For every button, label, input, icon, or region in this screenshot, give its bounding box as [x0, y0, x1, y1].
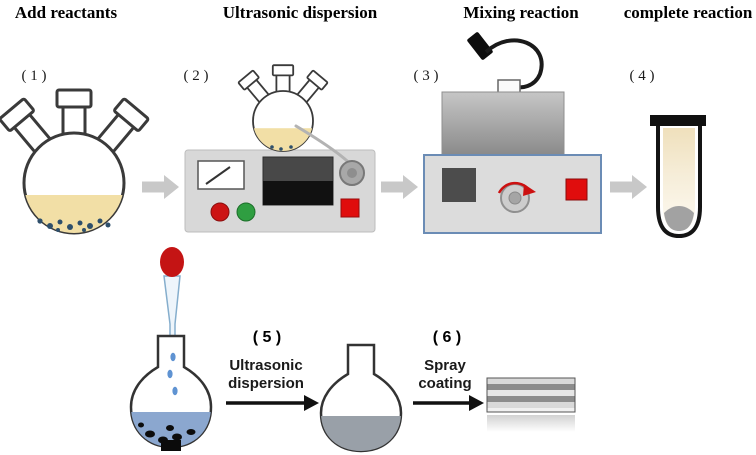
particle-dot	[57, 219, 63, 225]
particle-clump	[145, 430, 155, 438]
tube-sediment	[664, 206, 694, 231]
particle-clump	[166, 425, 174, 431]
display-screen-band	[263, 181, 333, 205]
green-button[interactable]	[236, 202, 256, 222]
liquid-drop	[172, 386, 178, 396]
power-knob-center	[347, 168, 357, 178]
red-button[interactable]	[210, 202, 230, 222]
ultrasonic-cleaner	[184, 65, 376, 233]
power-cable	[484, 38, 544, 90]
particle-dot	[77, 220, 83, 226]
step5-label-line2: dispersion	[228, 375, 304, 392]
flask-b-liquid	[321, 416, 401, 451]
coating-layer	[487, 396, 575, 402]
particle-dot	[289, 145, 293, 149]
particle-clump	[172, 433, 182, 441]
flow-arrow-1-icon	[142, 175, 179, 199]
step6-label-line2: coating	[418, 375, 471, 392]
reactant-flask	[0, 90, 149, 233]
rotation-arrowhead-icon	[523, 184, 536, 196]
coating-layer	[487, 402, 575, 408]
red-square-button[interactable]	[340, 198, 360, 218]
reactant-particles	[37, 218, 111, 232]
particle-dot	[82, 228, 86, 232]
particle-dot	[87, 223, 93, 229]
liquid-drop	[170, 352, 176, 362]
coating-layer	[487, 378, 575, 384]
dispersed-flask	[319, 343, 403, 453]
coated-substrate	[486, 377, 576, 432]
particle-dot	[47, 223, 53, 229]
tube-liquid	[663, 128, 695, 231]
stage-title-complete-reaction: complete reaction	[624, 3, 753, 22]
step-number-6: ( 6 )	[433, 329, 461, 346]
particle-dot	[56, 228, 60, 232]
step-number-2: ( 2 )	[184, 68, 209, 84]
suspension-flask	[129, 334, 213, 451]
flow-arrow-2-icon	[381, 175, 418, 199]
mixer-red-square-button[interactable]	[565, 178, 588, 201]
particle-clump	[138, 422, 144, 428]
coating-layer	[487, 390, 575, 396]
mixing-unit	[423, 32, 602, 234]
liquid-drop	[167, 369, 173, 379]
particle-dot	[97, 218, 103, 224]
substrate-reflection	[487, 415, 575, 432]
particle-dot	[279, 147, 283, 151]
step-number-1: ( 1 )	[22, 68, 47, 84]
sample-tube	[650, 115, 706, 239]
dropper	[160, 247, 184, 353]
particle-dot	[67, 224, 73, 230]
tube-rim	[650, 115, 706, 126]
stage-title-ultrasonic-dispersion: Ultrasonic dispersion	[223, 3, 378, 22]
falling-drops	[167, 352, 178, 396]
step5-label-line1: Ultrasonic	[229, 357, 302, 374]
analog-gauge	[197, 160, 245, 190]
step-number-3: ( 3 )	[414, 68, 439, 84]
step-number-4: ( 4 )	[630, 68, 655, 84]
step6-arrow-icon	[413, 395, 484, 411]
flow-arrow-3-icon	[610, 175, 647, 199]
mixer-display-square	[442, 168, 476, 202]
coating-layer	[487, 408, 575, 412]
step5-arrow-icon	[226, 395, 319, 411]
particle-dot	[270, 145, 274, 149]
particle-dot	[105, 222, 111, 228]
cable-plug	[467, 32, 493, 60]
stage-title-mixing-reaction: Mixing reaction	[463, 3, 579, 22]
particle-clump	[186, 429, 196, 435]
particle-dot	[37, 218, 43, 224]
speed-knob-center	[508, 191, 522, 205]
step-number-5: ( 5 )	[253, 329, 281, 346]
substrate-outline	[486, 377, 576, 413]
step6-label-line1: Spray	[424, 357, 466, 374]
motor-head	[441, 91, 565, 156]
stage-title-add-reactants: Add reactants	[15, 3, 118, 22]
dispersion-flask-particles	[270, 145, 293, 151]
gauge-needle	[205, 166, 231, 185]
dropper-bulb	[160, 247, 184, 277]
coating-layer	[487, 384, 575, 390]
stir-bar	[161, 440, 181, 451]
